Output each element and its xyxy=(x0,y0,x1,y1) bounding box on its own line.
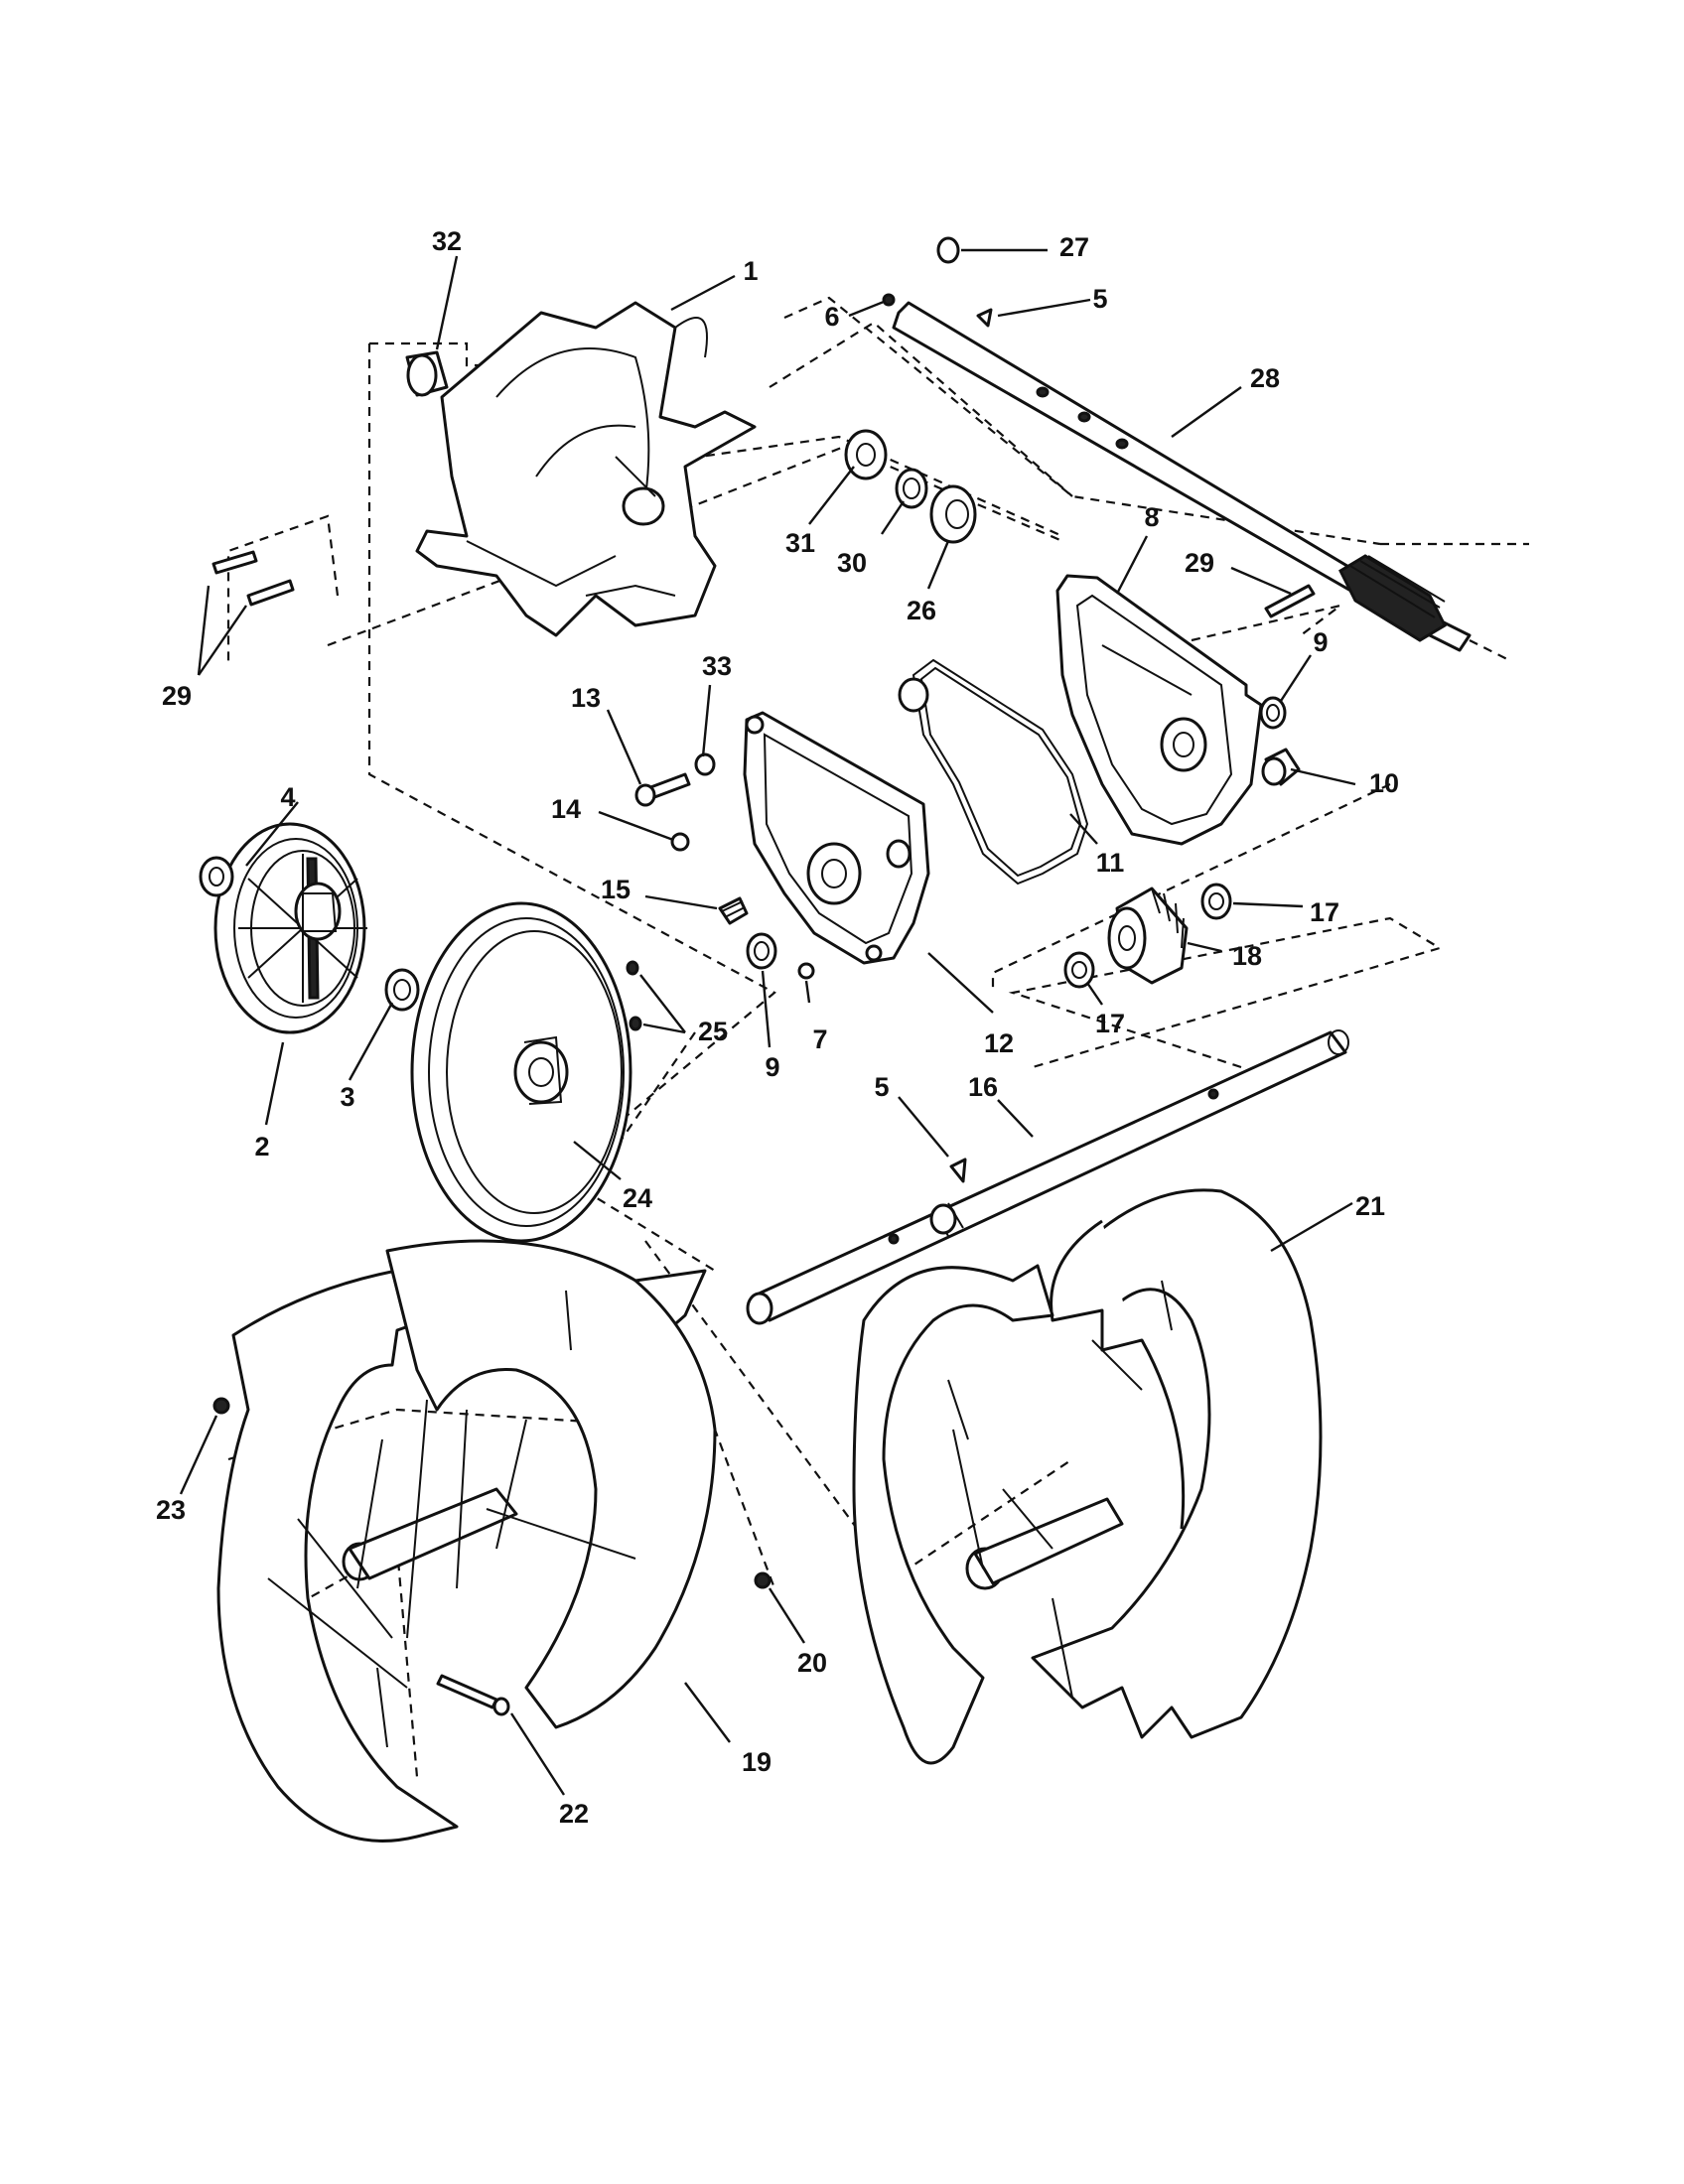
callout-20: 20 xyxy=(797,1648,827,1678)
callout-23: 23 xyxy=(156,1495,186,1525)
callout-6: 6 xyxy=(824,302,839,332)
pulley-part xyxy=(410,901,632,1243)
set-screws-part xyxy=(626,960,642,1031)
callout-32: 32 xyxy=(432,226,462,256)
callout-22: 22 xyxy=(559,1799,589,1829)
callout-2: 2 xyxy=(254,1132,269,1161)
callout-4: 4 xyxy=(280,782,295,812)
callout-labels: 32 1 27 6 5 28 31 30 26 8 29 9 10 11 13 … xyxy=(156,226,1399,1829)
callout-11: 11 xyxy=(1096,848,1125,878)
pulley-hub-part xyxy=(199,822,420,1034)
auger-fasteners xyxy=(212,1397,772,1716)
callout-27: 27 xyxy=(1059,232,1089,262)
gear-case-cover-part xyxy=(743,711,930,965)
callout-5-top: 5 xyxy=(1092,284,1107,314)
bearing-stack xyxy=(844,429,977,544)
spacer-part xyxy=(405,350,449,397)
gasket-part xyxy=(898,658,1089,886)
callout-9-right: 9 xyxy=(1313,627,1328,657)
worm-gear-assembly xyxy=(1063,883,1232,989)
callout-21: 21 xyxy=(1355,1191,1385,1221)
callout-25: 25 xyxy=(698,1017,728,1046)
gear-case-half-part xyxy=(1055,574,1263,846)
callout-17-bottom: 17 xyxy=(1095,1009,1125,1038)
seal-bushing-right xyxy=(1259,696,1301,786)
callout-12: 12 xyxy=(984,1028,1014,1058)
callout-29-right: 29 xyxy=(1185,548,1214,578)
callout-24: 24 xyxy=(623,1183,652,1213)
callout-26: 26 xyxy=(907,596,936,625)
callout-18: 18 xyxy=(1232,941,1262,971)
fasteners-left xyxy=(634,752,749,925)
leader-lines xyxy=(179,248,1356,1796)
callout-16: 16 xyxy=(968,1072,998,1102)
callout-28: 28 xyxy=(1250,363,1280,393)
callout-31: 31 xyxy=(785,528,815,558)
callout-14: 14 xyxy=(551,794,581,824)
callout-3: 3 xyxy=(340,1082,354,1112)
callout-1: 1 xyxy=(743,256,758,286)
callout-5-bottom: 5 xyxy=(874,1072,889,1102)
callout-17-top: 17 xyxy=(1310,897,1339,927)
seal-plug-bottom xyxy=(746,932,815,980)
callout-29-left: 29 xyxy=(162,681,192,711)
callout-30: 30 xyxy=(837,548,867,578)
callout-8: 8 xyxy=(1144,502,1159,532)
auger-right-part xyxy=(852,1188,1323,1765)
callout-13: 13 xyxy=(571,683,601,713)
roll-pin-right xyxy=(1264,584,1316,618)
small-hardware-top xyxy=(882,236,993,328)
roll-pins-left xyxy=(211,550,295,607)
housing-part xyxy=(415,301,757,637)
callout-19: 19 xyxy=(742,1747,772,1777)
auger-shaft-part xyxy=(746,1029,1349,1325)
callout-10: 10 xyxy=(1369,768,1399,798)
callout-9-bottom: 9 xyxy=(765,1052,779,1082)
auger-left-part xyxy=(216,1239,717,1843)
callout-33: 33 xyxy=(702,651,732,681)
callout-7: 7 xyxy=(812,1024,827,1054)
callout-15: 15 xyxy=(601,875,631,904)
key-bottom xyxy=(949,1158,967,1183)
worm-shaft-part xyxy=(892,301,1510,661)
